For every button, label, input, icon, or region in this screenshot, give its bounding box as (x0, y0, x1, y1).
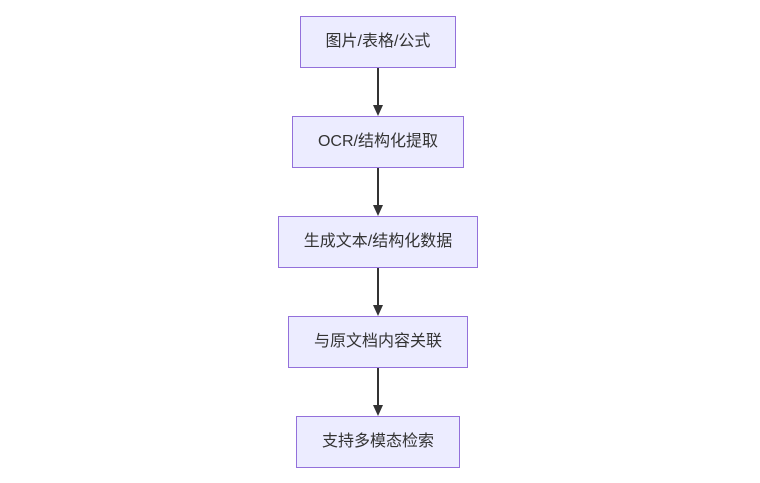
arrow-line (377, 268, 379, 305)
arrowhead-down-icon (372, 105, 383, 116)
arrowhead-down-icon (372, 205, 383, 216)
arrow-1-2 (372, 68, 383, 116)
arrowhead-down-icon (372, 305, 383, 316)
arrow-4-5 (372, 368, 383, 416)
arrow-line (377, 368, 379, 405)
flow-node-generate-structured-data: 生成文本/结构化数据 (277, 216, 479, 268)
flow-node-multimodal-retrieval: 支持多模态检索 (295, 416, 460, 468)
arrowhead-down-icon (372, 405, 383, 416)
arrow-line (377, 68, 379, 105)
flow-node-ocr-extraction: OCR/结构化提取 (291, 116, 464, 168)
flowchart-column: 图片/表格/公式 OCR/结构化提取 生成文本/结构化数据 与原文档内容关联 支… (277, 16, 479, 468)
arrow-2-3 (372, 168, 383, 216)
flow-node-link-original-document: 与原文档内容关联 (287, 316, 468, 368)
arrow-line (377, 168, 379, 205)
flow-node-source-content: 图片/表格/公式 (299, 16, 457, 68)
arrow-3-4 (372, 268, 383, 316)
